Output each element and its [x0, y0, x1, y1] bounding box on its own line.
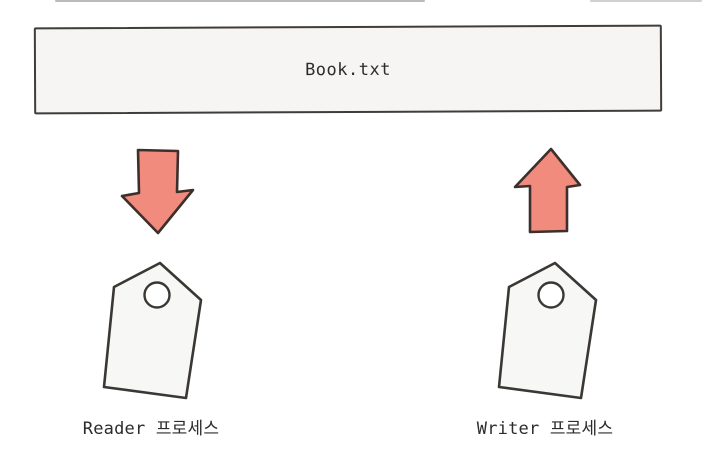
down-arrow-icon: [120, 148, 195, 235]
reader-process-tag-icon: [102, 261, 203, 400]
up-arrow-icon: [513, 147, 582, 234]
file-box: Book.txt: [33, 24, 663, 115]
reader-process-label: Reader 프로세스: [82, 419, 220, 439]
writer-process-tag-icon: [497, 261, 598, 400]
file-box-label: Book.txt: [305, 59, 391, 80]
writer-process-label: Writer 프로세스: [476, 419, 614, 439]
top-crop-artifact: [55, 0, 425, 2]
top-crop-artifact: [590, 0, 702, 2]
